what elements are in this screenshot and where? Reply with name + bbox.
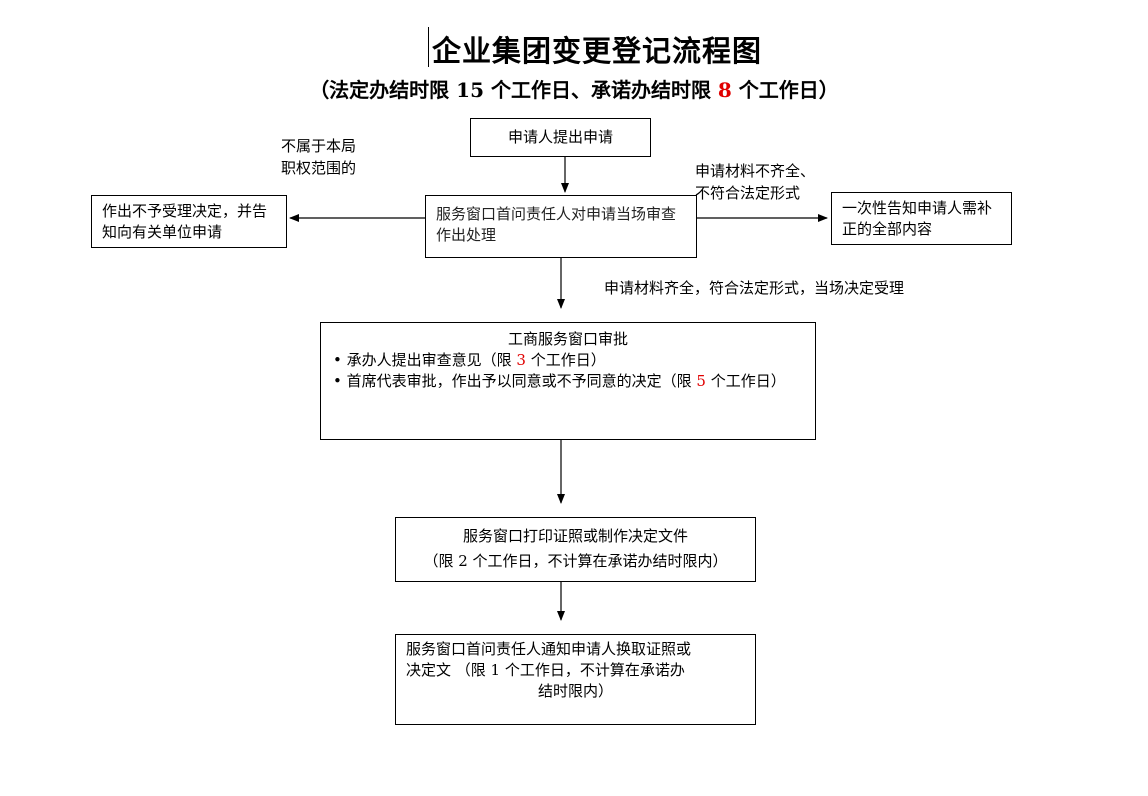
node-approve-item-1: • 承办人提出审查意见（限 3 个工作日） (333, 351, 606, 369)
node-apply: 申请人提出申请 (470, 118, 651, 157)
node-print-line-2: （限 2 个工作日，不计算在承诺办结时限内） (423, 552, 728, 570)
node-notify-label: 一次性告知申请人需补正的全部内容 (842, 199, 993, 238)
node-review-label: 服务窗口首问责任人对申请当场审查作出处理 (436, 205, 677, 244)
label-incomplete-line-1: 申请材料不齐全、 (695, 162, 816, 180)
node-approve-item-2: • 首席代表审批，作出予以同意或不予同意的决定（限 5 个工作日） (333, 372, 786, 390)
text-cursor (428, 27, 429, 67)
label-complete: 申请材料齐全，符合法定形式，当场决定受理 (604, 279, 905, 297)
label-not-in-scope: 不属于本局 职权范围的 (281, 135, 356, 179)
node-print-line-1: 服务窗口打印证照或制作决定文件 (462, 527, 688, 545)
subtitle-prefix: （法定办结时限 15 个工作日、承诺办结时限 (309, 78, 718, 102)
node-reject: 作出不予受理决定，并告知向有关单位申请 (91, 195, 287, 248)
page-title: 企业集团变更登记流程图 (432, 34, 763, 68)
label-not-in-scope-line-1: 不属于本局 (281, 137, 357, 155)
label-incomplete: 申请材料不齐全、 不符合法定形式 (695, 160, 815, 204)
node-notify: 一次性告知申请人需补正的全部内容 (831, 192, 1012, 245)
subtitle-promise-days: 8 (717, 78, 732, 102)
node-approve-title: 工商服务窗口审批 (507, 330, 628, 348)
node-final-line-2: 决定文 （限 1 个工作日，不计算在承诺办 (406, 661, 685, 679)
node-final: 服务窗口首问责任人通知申请人换取证照或 决定文 （限 1 个工作日，不计算在承诺… (395, 634, 756, 725)
subtitle-suffix: 个工作日） (731, 78, 839, 102)
node-final-line-3: 结时限内） (537, 682, 613, 700)
node-final-line-1: 服务窗口首问责任人通知申请人换取证照或 (406, 640, 692, 658)
node-print: 服务窗口打印证照或制作决定文件 （限 2 个工作日，不计算在承诺办结时限内） (395, 517, 756, 582)
node-review: 服务窗口首问责任人对申请当场审查作出处理 (425, 195, 697, 258)
approve-item-2-days: 5 (696, 372, 706, 390)
label-not-in-scope-line-2: 职权范围的 (281, 159, 357, 177)
node-approve: 工商服务窗口审批 • 承办人提出审查意见（限 3 个工作日） • 首席代表审批，… (320, 322, 816, 440)
page-subtitle: （法定办结时限 15 个工作日、承诺办结时限 8 个工作日） (0, 74, 1148, 103)
approve-item-1-days: 3 (516, 351, 526, 369)
node-apply-label: 申请人提出申请 (507, 128, 613, 146)
node-reject-label: 作出不予受理决定，并告知向有关单位申请 (102, 202, 268, 241)
label-incomplete-line-2: 不符合法定形式 (695, 184, 801, 202)
